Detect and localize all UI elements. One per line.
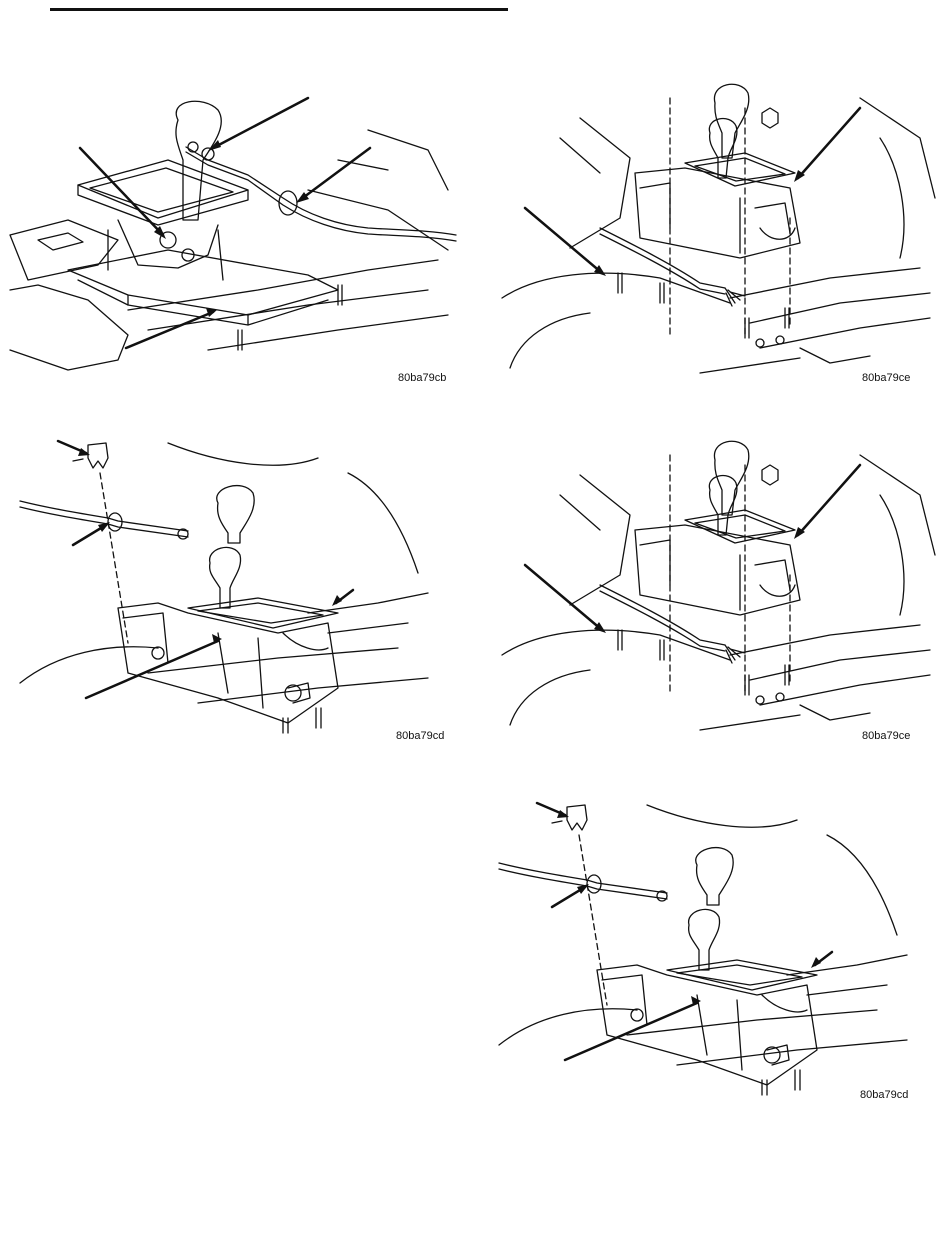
figure-shifter-exploded — [500, 435, 940, 740]
figure-caption: 80ba79ce — [862, 372, 910, 384]
figure-shifter-cable — [8, 90, 458, 390]
figure-cable-clip — [18, 433, 438, 738]
figure-caption: 80ba79cd — [396, 730, 444, 742]
figure-caption: 80ba79ce — [862, 730, 910, 742]
header-rule — [50, 8, 508, 11]
figure-caption: 80ba79cd — [860, 1089, 908, 1101]
shifter-exploded-illustration — [500, 435, 940, 740]
figure-cable-clip — [497, 795, 917, 1100]
figure-shifter-exploded — [500, 78, 940, 383]
shifter-exploded-illustration — [500, 78, 940, 383]
cable-clip-illustration — [18, 433, 438, 738]
cable-clip-illustration — [497, 795, 917, 1100]
figure-caption: 80ba79cb — [398, 372, 446, 384]
shifter-cable-illustration — [8, 90, 458, 390]
